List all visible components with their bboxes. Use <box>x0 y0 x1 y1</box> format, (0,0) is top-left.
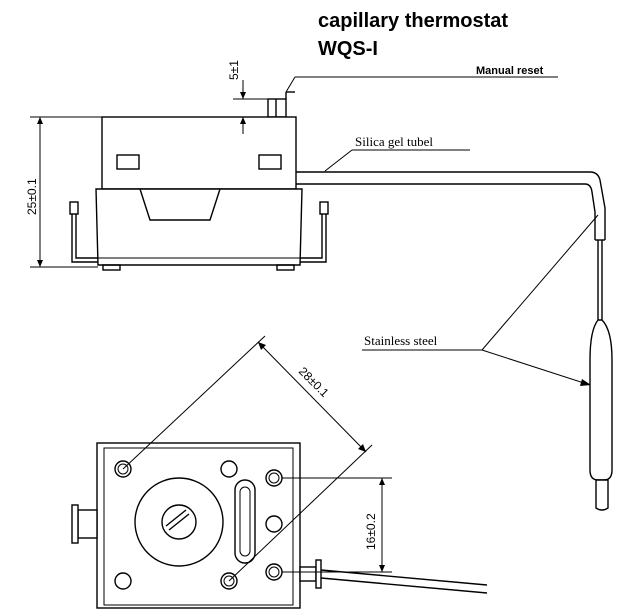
side-view: 5±1 25±0.1 Manual reset Silica gel tubel… <box>25 60 613 511</box>
dim-reset-height: 5±1 <box>227 60 241 80</box>
dial-outer <box>134 477 224 567</box>
hole-top-mid <box>220 460 238 478</box>
foot-right <box>276 264 295 271</box>
silica-tube-lower <box>296 183 596 240</box>
terminal-right <box>300 205 327 263</box>
dim-body-height: 25±0.1 <box>25 178 39 215</box>
manual-reset-label: Manual reset <box>476 65 544 77</box>
sensing-bulb <box>589 319 613 481</box>
hole-mid-right <box>265 515 283 533</box>
left-lug <box>77 509 98 539</box>
top-capillary-lower <box>320 577 488 594</box>
dim-diagonal: 28±0.1 <box>296 364 332 400</box>
terminal-left <box>71 205 98 263</box>
dial-screw <box>161 504 197 540</box>
silica-gel-label: Silica gel tubel <box>355 134 433 149</box>
hole-bottom-mid <box>220 572 238 590</box>
lower-body <box>95 188 303 266</box>
upper-body <box>101 116 297 190</box>
title-line2: WQS-I <box>318 38 378 60</box>
title-line1: capillary thermostat <box>318 10 508 32</box>
stainless-steel-label: Stainless steel <box>364 333 438 348</box>
left-window <box>116 154 140 170</box>
dim-vertical: 16±0.2 <box>364 513 378 550</box>
bulb-tip <box>595 479 609 511</box>
hole-bottom-left <box>114 572 132 590</box>
slot <box>234 479 256 564</box>
silica-tube-upper <box>296 171 606 240</box>
right-fitting <box>299 566 317 582</box>
reset-button <box>267 98 287 118</box>
hole-top-left <box>114 460 132 478</box>
top-view: 28±0.1 16±0.2 <box>71 335 488 609</box>
right-window <box>258 154 282 170</box>
foot-left <box>102 264 121 271</box>
